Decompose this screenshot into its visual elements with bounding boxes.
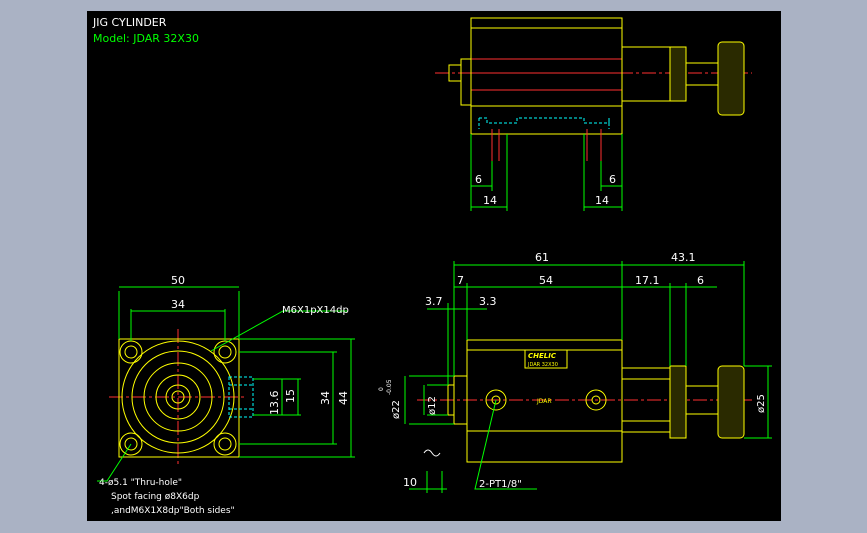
front-hidden-port: [228, 376, 254, 418]
front-corner-hole: [119, 340, 143, 364]
top-view: 6 14 14 6: [435, 17, 752, 211]
top-hidden-slot: [478, 118, 610, 129]
top-body-outline: [470, 17, 623, 135]
side-dim-knob-dia: ø25: [756, 394, 767, 413]
side-dim-rod-dia: ø12: [427, 396, 438, 415]
front-dim-port-span: 15: [284, 389, 297, 403]
side-dim-f: 3.3: [479, 295, 497, 308]
front-circle: [155, 374, 201, 420]
front-note-line-1: 4-ø5.1 "Thru-hole": [99, 478, 182, 488]
front-circle-outer: [121, 340, 235, 454]
nameplate-model: JDAR 32X30: [527, 362, 558, 368]
front-note-line-2: Spot facing ø8X6dp: [111, 492, 200, 502]
drawing-canvas: JIG CYLINDER Model: JDAR 32X30: [87, 11, 781, 521]
front-circle: [143, 362, 213, 432]
side-dim-d: 6: [697, 274, 704, 287]
top-rod-block: [621, 46, 671, 102]
front-circle: [171, 390, 185, 404]
front-body-outline: [118, 338, 240, 458]
port-leader: [474, 399, 537, 490]
side-rear-stud: [447, 384, 455, 416]
side-port: [485, 389, 507, 411]
top-dim-right-small: 6: [609, 173, 616, 186]
top-dim-right-span: 14: [595, 194, 609, 207]
front-circle: [165, 384, 191, 410]
side-view: CHELIC JDAR 32X30 JDAR: [378, 251, 772, 493]
side-dim-boss-tol-upper: 0: [378, 387, 385, 391]
side-nameplate: [524, 349, 568, 369]
top-dim-left-small: 6: [475, 173, 482, 186]
top-fitting-flange: [460, 58, 472, 106]
top-knob-left: [669, 46, 687, 102]
front-circle: [131, 350, 225, 444]
side-dim-g: 10: [403, 476, 417, 489]
front-dim-overall-width: 50: [171, 274, 185, 287]
top-dim-left-span: 14: [483, 194, 497, 207]
front-corner-hole: [119, 432, 143, 456]
front-dim-hole-pitch: 34: [171, 298, 185, 311]
side-break-symbol: [423, 449, 441, 457]
front-view: 50 34 M6X1pX14dp 13.6 15 34 44 4-ø5.1 "T…: [97, 274, 355, 516]
nameplate-brand: CHELIC: [528, 352, 557, 360]
front-corner-hole: [213, 340, 237, 364]
side-port-callout: 2-PT1/8": [479, 479, 522, 490]
top-knob-right: [717, 41, 745, 116]
side-dim-e: 3.7: [425, 295, 443, 308]
front-dim-port-height: 13.6: [268, 391, 281, 416]
top-hidden-slot: [479, 117, 610, 124]
front-note-line-3: ,andM6X1X8dp"Both sides": [111, 506, 235, 516]
side-knob-right: [717, 365, 745, 439]
side-dim-a: 7: [457, 274, 464, 287]
side-dim-boss-tol-lower: -0.05: [386, 379, 393, 395]
front-corner-hole: [213, 432, 237, 456]
side-body-marking: JDAR: [536, 398, 552, 405]
side-port: [585, 389, 607, 411]
top-knob-shaft: [685, 62, 719, 86]
title-line-1: JIG CYLINDER: [92, 16, 167, 29]
side-dim-b: 54: [539, 274, 553, 287]
title-line-2: Model: JDAR 32X30: [93, 32, 199, 45]
front-dim-overall-height: 44: [337, 391, 350, 405]
note-leader: [97, 443, 132, 482]
side-dim-body-total: 61: [535, 251, 549, 264]
front-dim-pitch-vertical: 34: [319, 391, 332, 405]
side-dim-boss-dia: ø22: [391, 400, 402, 419]
thread-leader: [210, 310, 347, 352]
front-thread-callout: M6X1pX14dp: [282, 305, 349, 316]
side-dim-c: 17.1: [635, 274, 660, 287]
side-dim-rod-ext: 43.1: [671, 251, 696, 264]
side-knob-left: [669, 365, 687, 439]
cad-drawing: JIG CYLINDER Model: JDAR 32X30: [92, 16, 772, 516]
